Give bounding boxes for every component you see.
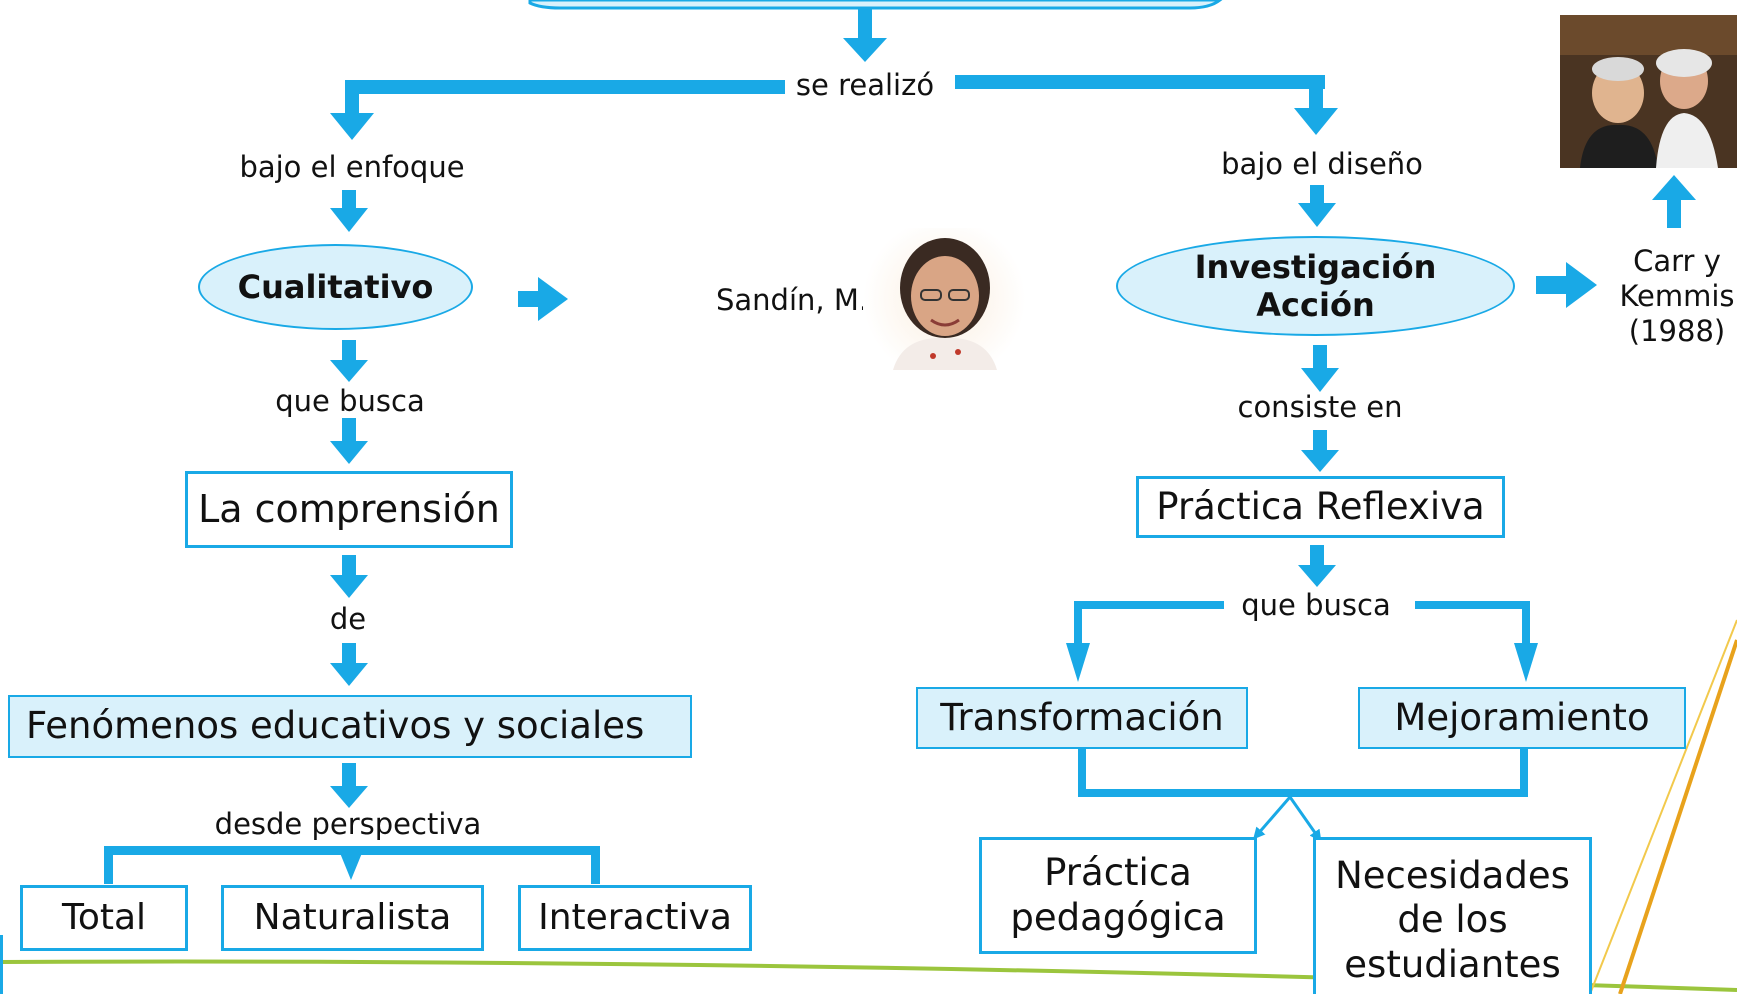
node-total: Total xyxy=(20,885,188,951)
branch-line-right xyxy=(955,75,1325,89)
arrow-down-icon xyxy=(1298,185,1336,227)
node-interactiva: Interactiva xyxy=(518,885,752,951)
reference-carr-line1: Carr y xyxy=(1633,244,1721,278)
arrow-down-icon xyxy=(1301,345,1339,392)
connector-desde-perspectiva: desde perspectiva xyxy=(214,807,482,841)
node-la-comprension: La comprensión xyxy=(185,471,513,548)
reference-carr-line2: Kemmis xyxy=(1619,278,1735,313)
arrow-down-icon xyxy=(843,8,887,62)
arrow-down-icon xyxy=(330,190,368,232)
node-practica-reflexiva: Práctica Reflexiva xyxy=(1136,476,1505,538)
arrow-down-icon xyxy=(1294,108,1338,135)
node-mejoramiento: Mejoramiento xyxy=(1358,687,1686,749)
arrow-down-icon xyxy=(340,853,362,880)
node-naturalista: Naturalista xyxy=(221,885,484,951)
arrow-up-icon xyxy=(1652,175,1696,228)
connector-que-busca-right: que busca xyxy=(1231,588,1401,622)
arrow-down-icon xyxy=(330,418,368,464)
portrait-sandin xyxy=(863,228,1026,370)
node-investigacion-line2: Acción xyxy=(1256,286,1375,324)
photo-carr-kemmis-graphic xyxy=(1560,15,1737,168)
arrow-down-icon xyxy=(330,643,368,686)
node-necesidades: Necesidades de los estudiantes xyxy=(1313,837,1592,994)
reference-carr-line3: (1988) xyxy=(1628,313,1726,348)
arrow-down-icon xyxy=(330,340,368,382)
connector-se-realizo: se realizó xyxy=(785,68,945,102)
arrow-down-icon xyxy=(330,763,368,808)
arrow-right-icon xyxy=(1536,262,1597,308)
portrait-sandin-graphic xyxy=(893,238,997,370)
connector-bajo-el-diseno: bajo el diseño xyxy=(1221,147,1423,181)
arrow-down-icon xyxy=(1301,430,1339,472)
arrow-down-icon xyxy=(1514,643,1538,682)
connector-de: de xyxy=(329,602,367,636)
node-investigacion-line1: Investigación xyxy=(1194,247,1437,286)
connector-consiste-en: consiste en xyxy=(1237,390,1403,424)
decorative-line-orange xyxy=(1618,639,1737,994)
branch-line-left xyxy=(345,80,785,94)
connector-bajo-el-enfoque: bajo el enfoque xyxy=(239,150,465,184)
node-practica-pedagogica-line1: Práctica xyxy=(1044,851,1192,895)
arrow-down-icon xyxy=(330,555,368,598)
node-practica-pedagogica-line2: pedagógica xyxy=(1010,895,1226,939)
node-transformacion: Transformación xyxy=(916,687,1248,749)
connector-que-busca-left: que busca xyxy=(275,384,425,418)
arrow-down-icon xyxy=(330,113,374,140)
node-necesidades-line1: Necesidades xyxy=(1335,854,1570,897)
arrow-right-icon xyxy=(518,277,568,321)
arrow-down-icon xyxy=(1298,545,1336,587)
node-necesidades-line2: de los xyxy=(1397,898,1508,942)
reference-carr-kemmis: Carr y Kemmis (1988) xyxy=(1600,244,1737,348)
decorative-line-yellow xyxy=(1589,619,1737,994)
top-box-edge xyxy=(528,0,1223,10)
node-cualitativo: Cualitativo xyxy=(198,244,473,330)
node-fenomenos: Fenómenos educativos y sociales xyxy=(8,695,692,758)
arrow-down-icon xyxy=(1066,643,1090,682)
node-necesidades-line3: estudiantes xyxy=(1344,942,1561,986)
photo-carr-kemmis xyxy=(1560,15,1737,168)
node-practica-pedagogica: Práctica pedagógica xyxy=(979,837,1257,954)
node-investigacion-accion: Investigación Acción xyxy=(1116,236,1515,336)
